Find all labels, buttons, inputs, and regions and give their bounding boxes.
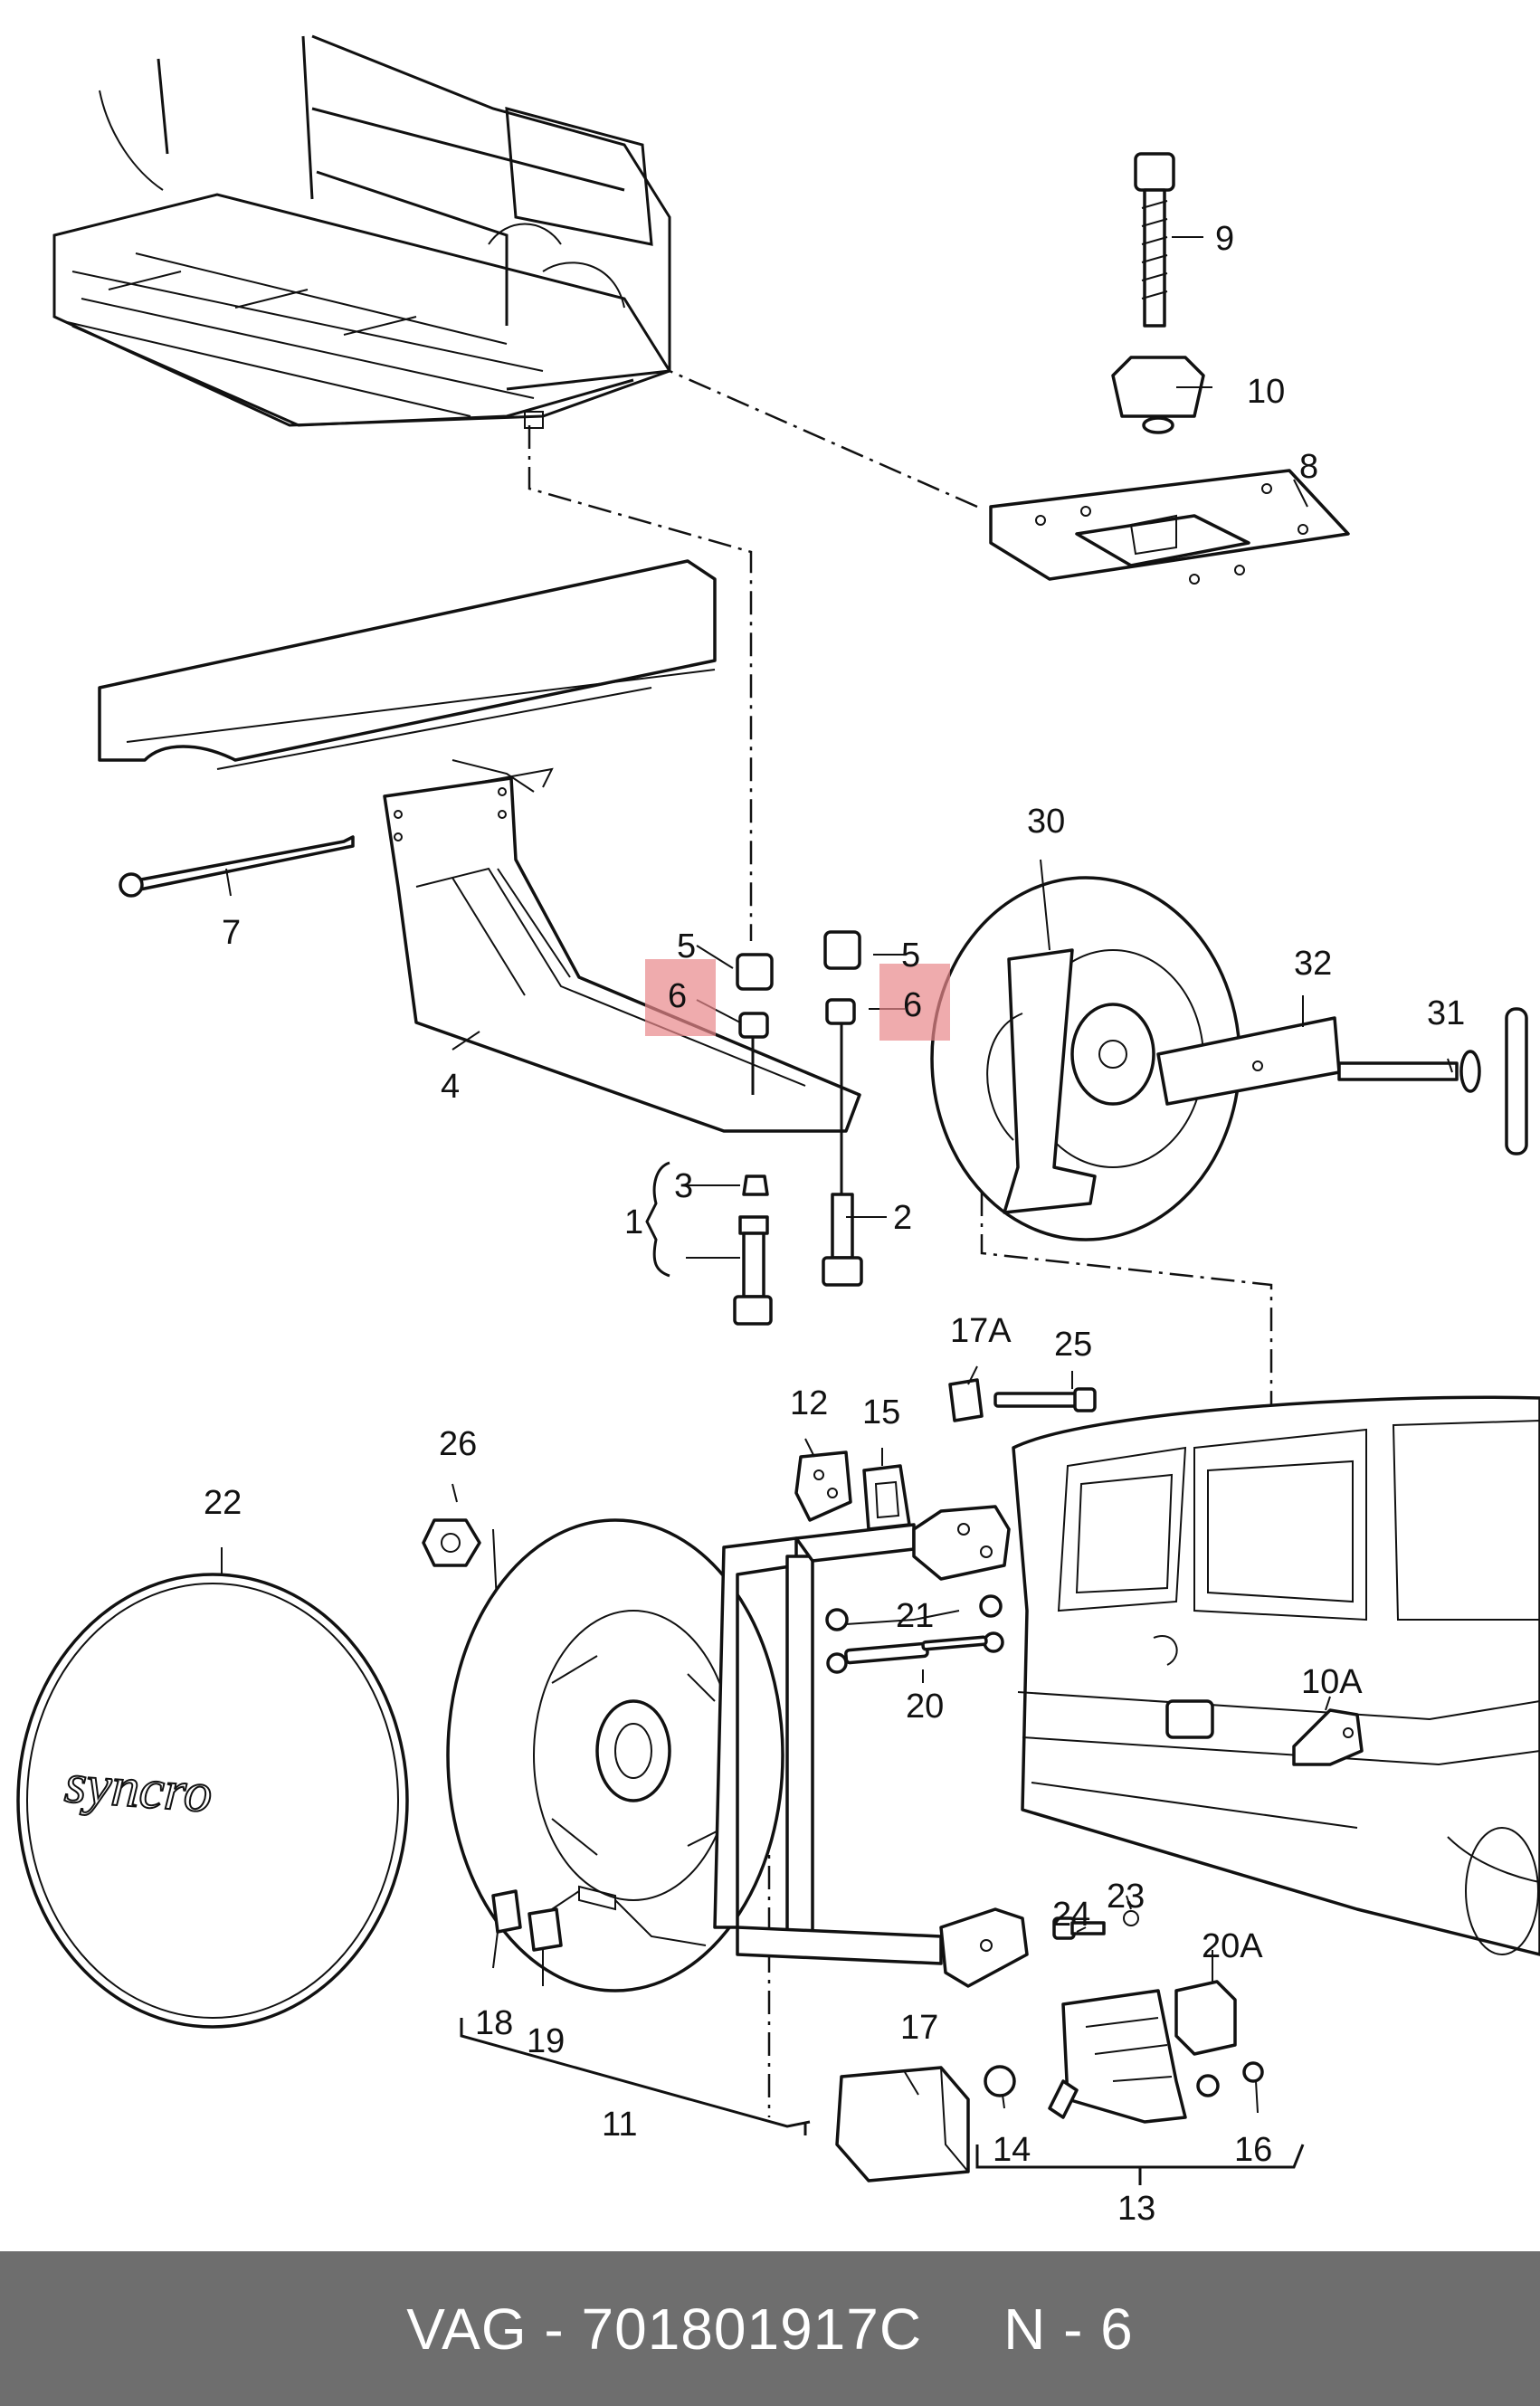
cover-cap-17 (835, 2066, 970, 2183)
callout-9: 9 (1215, 220, 1234, 258)
callout-8: 8 (1299, 448, 1318, 486)
bracket-10A (1292, 1708, 1364, 1766)
callout-31: 31 (1427, 994, 1465, 1032)
callout-3: 3 (674, 1167, 693, 1205)
callout-12: 12 (790, 1384, 828, 1422)
page-reference: N - 6 (1003, 2296, 1134, 2362)
mounting-plate-8 (989, 469, 1350, 585)
fasteners-1-3 (733, 1174, 863, 1326)
lower-hinge (491, 1885, 1029, 1988)
callout-6-left: 6 (668, 977, 687, 1015)
callout-20A: 20A (1202, 1927, 1263, 1965)
callout-19: 19 (527, 2022, 565, 2060)
callout-20: 20 (906, 1688, 944, 1726)
nut-10 (1111, 356, 1205, 434)
wheel-cover-22: syncro (16, 1573, 409, 2029)
parts-diagram: syncro (16, 34, 1540, 2228)
callout-15: 15 (862, 1393, 900, 1431)
upper-hinge (794, 1378, 1097, 1581)
callout-18: 18 (475, 2004, 513, 2042)
callout-25: 25 (1054, 1326, 1092, 1364)
highlight-box-6-left (645, 959, 716, 1036)
spare-wheel-lower (446, 1518, 784, 1992)
callout-5-right: 5 (901, 937, 920, 975)
carrier-bracket-4 (383, 759, 861, 1133)
callout-13: 13 (1117, 2190, 1155, 2228)
callout-11: 11 (602, 2106, 637, 2144)
bolt-9 (1134, 152, 1175, 328)
callout-26: 26 (439, 1425, 477, 1463)
callout-5-left: 5 (677, 927, 696, 965)
handle-bolt-31 (1337, 1007, 1528, 1155)
callout-4: 4 (441, 1068, 460, 1106)
cable-7 (119, 835, 355, 898)
vehicle-underbody (52, 34, 672, 429)
callout-labels: 9 10 8 30 32 31 7 4 5 6 5 6 3 1 2 17A 25… (204, 220, 1465, 2228)
callout-14: 14 (993, 2131, 1031, 2169)
callout-10A: 10A (1301, 1663, 1363, 1701)
carrier-frame (713, 1523, 943, 1965)
footer-bar: VAG - 701801917C N - 6 (0, 2251, 1540, 2406)
leader-lines (221, 236, 1453, 2185)
callout-2: 2 (893, 1199, 912, 1237)
callout-7: 7 (222, 914, 241, 952)
van-rear (1012, 1395, 1540, 1956)
wheel-nut-26 (422, 1518, 481, 1567)
callout-30: 30 (1027, 803, 1065, 841)
rubber-bushes (736, 930, 861, 1194)
gas-strut-20 (825, 1594, 1004, 1674)
callout-23: 23 (1107, 1878, 1145, 1916)
callout-17: 17 (900, 2009, 938, 2047)
callout-22: 22 (204, 1484, 242, 1522)
cover-logo: syncro (62, 1753, 214, 1824)
latch-assembly-13 (984, 1910, 1264, 2124)
sill-panel (98, 559, 717, 788)
callout-10: 10 (1247, 373, 1285, 411)
callout-21: 21 (896, 1597, 934, 1635)
callout-6-right: 6 (903, 986, 922, 1024)
highlight-box-6-right (879, 964, 950, 1041)
callout-32: 32 (1294, 945, 1332, 983)
callout-1: 1 (624, 1203, 643, 1241)
callout-17A: 17A (950, 1312, 1012, 1350)
callout-16: 16 (1234, 2131, 1272, 2169)
callout-24: 24 (1052, 1896, 1090, 1934)
part-number: VAG - 701801917C (406, 2296, 923, 2362)
spare-wheel-upper (930, 876, 1241, 1241)
